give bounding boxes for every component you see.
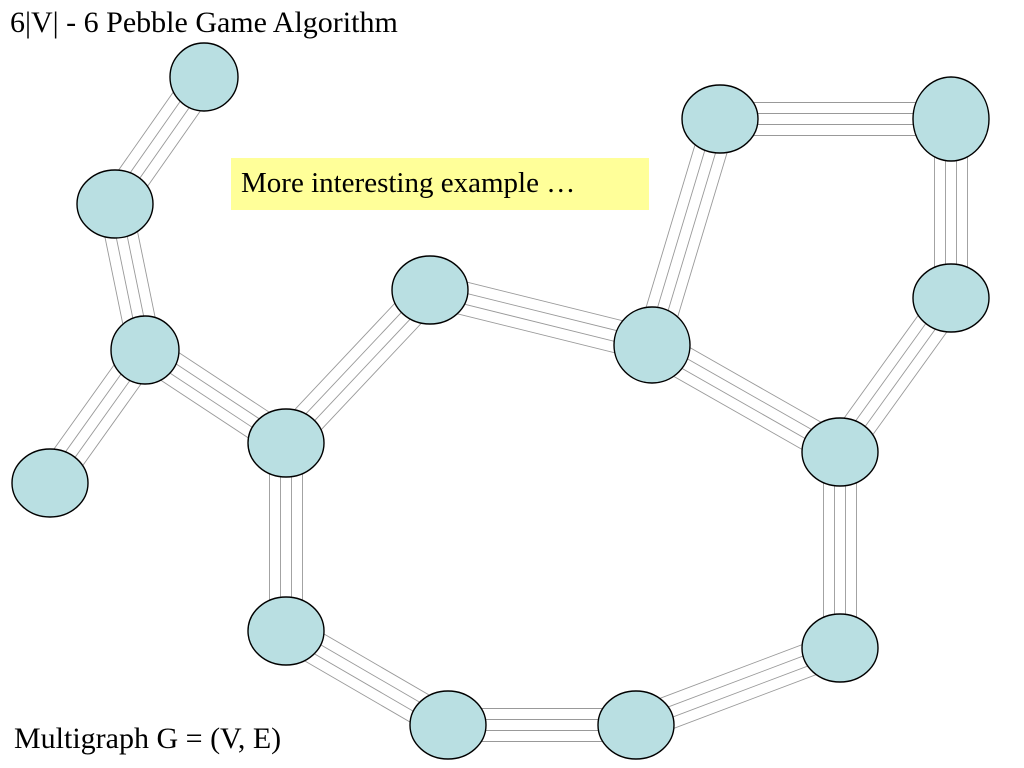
edge-strand — [643, 358, 833, 467]
multigraph-caption: Multigraph G = (V, E) — [14, 722, 282, 755]
vertex-n9 — [912, 76, 990, 162]
vertex-n11 — [801, 417, 879, 487]
vertex-n5 — [247, 408, 325, 478]
edge-strand — [635, 114, 705, 341]
edge-strand — [433, 273, 657, 330]
node-layer — [11, 42, 990, 760]
edge-strand — [646, 117, 716, 344]
vertex-n8 — [681, 84, 759, 154]
edge-strand — [630, 632, 835, 710]
edge-strand — [297, 301, 443, 455]
callout-box: More interesting example … — [231, 158, 649, 210]
vertex-n6 — [391, 255, 469, 325]
edge-n7-n8 — [635, 114, 737, 350]
vertex-n4 — [11, 448, 89, 518]
vertex-n15 — [247, 596, 325, 666]
vertex-n10 — [912, 263, 990, 333]
edge-strand — [641, 663, 846, 741]
vertex-n14 — [409, 690, 487, 760]
vertex-n2 — [76, 169, 154, 239]
edge-n8-n9 — [720, 102, 951, 136]
vertex-n12 — [801, 613, 879, 683]
vertex-n1 — [169, 42, 239, 112]
vertex-n13 — [597, 690, 675, 760]
vertex-n7 — [613, 306, 691, 384]
edge-strand — [659, 330, 849, 439]
edge-strand — [667, 123, 737, 350]
slide-title: 6|V| - 6 Pebble Game Algorithm — [10, 6, 398, 39]
vertex-n3 — [110, 315, 180, 385]
edge-strand — [425, 305, 649, 362]
edge-strand — [656, 120, 726, 347]
edge-strand — [273, 278, 419, 432]
